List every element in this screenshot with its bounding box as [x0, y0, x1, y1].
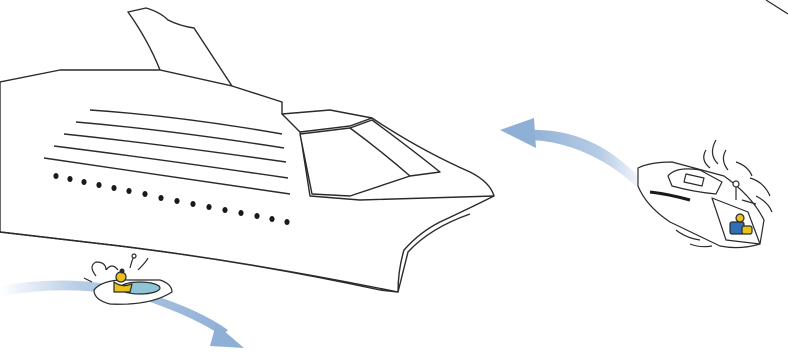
motorboat-icon [638, 140, 772, 248]
corner-line [766, 0, 788, 14]
cruise-ship-icon [0, 8, 494, 292]
wake-arrow-icon [500, 118, 648, 190]
small-boat-icon [84, 254, 172, 304]
